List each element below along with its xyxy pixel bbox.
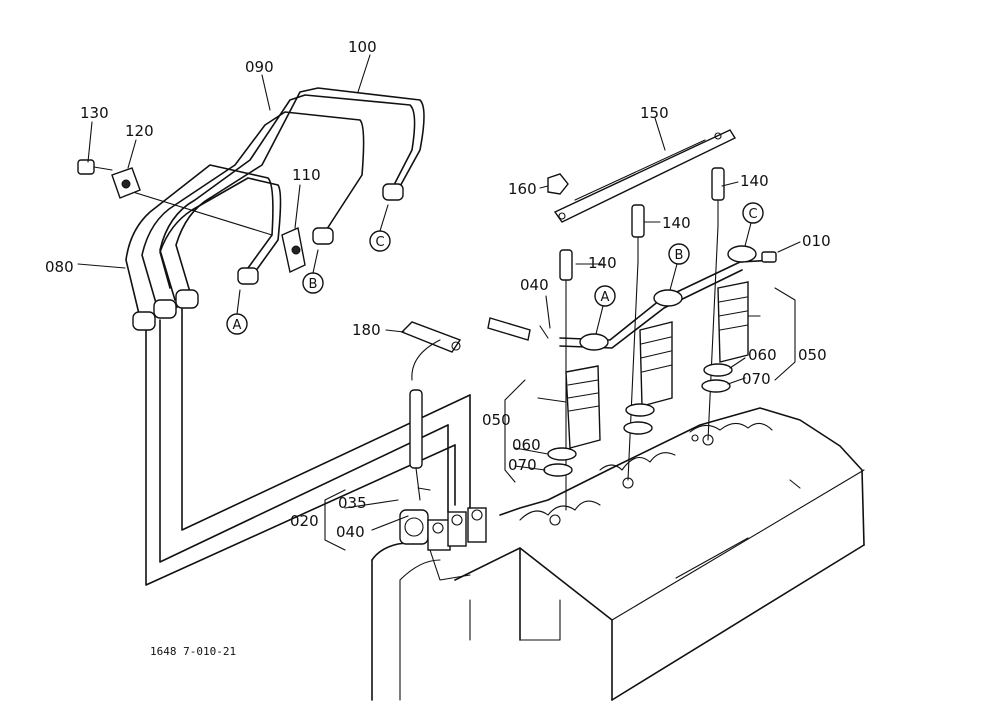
label-040-b: 040 [336, 523, 365, 541]
label-070-a: 070 [742, 370, 771, 388]
label-060-a: 060 [748, 346, 777, 364]
ref-marker-c2: C [742, 202, 764, 247]
label-035: 035 [338, 494, 367, 512]
pipe-nuts [132, 183, 404, 331]
drawing-code: 1648 7-010-21 [150, 645, 236, 658]
ref-marker-c2-label: C [748, 207, 757, 222]
hose-clamp [400, 321, 462, 501]
label-020: 020 [290, 512, 319, 530]
label-070-b: 070 [508, 456, 537, 474]
injection-pipes [119, 87, 471, 586]
label-140-c: 140 [588, 254, 617, 272]
label-090: 090 [245, 58, 274, 76]
injection-pump [399, 507, 487, 581]
label-140-b: 140 [662, 214, 691, 232]
bracket [547, 129, 737, 223]
label-060-b: 060 [512, 436, 541, 454]
label-050-b: 050 [482, 411, 511, 429]
ref-marker-a2-label: A [601, 290, 610, 305]
ref-marker-c1-label: C [375, 235, 384, 250]
label-140-a: 140 [740, 172, 769, 190]
label-130: 130 [80, 104, 109, 122]
ref-marker-c1: C [369, 204, 391, 252]
leader-lines [77, 54, 801, 531]
engine-block [371, 407, 865, 701]
label-160: 160 [508, 180, 537, 198]
part-number-labels: 100 090 130 120 110 080 150 160 140 140 … [45, 38, 831, 541]
ref-marker-a2: A [594, 285, 616, 335]
nozzles [543, 281, 749, 477]
label-010: 010 [802, 232, 831, 250]
group-brackets [324, 287, 796, 551]
ref-marker-a1: A [226, 289, 248, 335]
label-100: 100 [348, 38, 377, 56]
label-150: 150 [640, 104, 669, 122]
ref-marker-b1: B [302, 249, 324, 294]
leak-off-pipe [487, 245, 777, 351]
label-050-a: 050 [798, 346, 827, 364]
label-040-a: 040 [520, 276, 549, 294]
label-080: 080 [45, 258, 74, 276]
ref-marker-a1-label: A [233, 318, 242, 333]
ref-marker-b2-label: B [675, 248, 684, 263]
label-110: 110 [292, 166, 321, 184]
label-120: 120 [125, 122, 154, 140]
ref-marker-b1-label: B [309, 277, 318, 292]
clamp-parts [77, 159, 306, 274]
glow-plugs [559, 167, 725, 511]
ref-marker-b2: B [668, 243, 690, 291]
label-180: 180 [352, 321, 381, 339]
